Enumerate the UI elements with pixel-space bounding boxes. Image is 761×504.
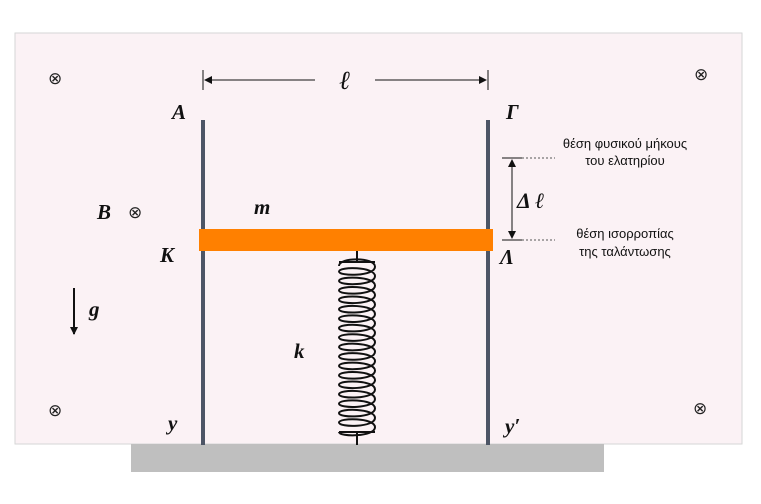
field-symbol-B: ⊗ <box>128 203 142 223</box>
label-y-prime: y′ <box>502 414 520 438</box>
ground-base <box>131 444 604 472</box>
equilibrium-note-2: της ταλάντωσης <box>579 244 671 259</box>
label-K: Κ <box>159 243 176 267</box>
field-symbol-top-right: ⊗ <box>694 65 708 85</box>
label-Gamma: Γ <box>505 100 519 124</box>
label-g: g <box>88 297 100 321</box>
equilibrium-note-1: θέση ισορροπίας <box>576 226 674 241</box>
natural-length-note-1: θέση φυσικού μήκους <box>563 136 687 151</box>
width-label-ell: ℓ <box>339 66 350 95</box>
field-symbol-top-left: ⊗ <box>48 69 62 89</box>
label-y: y <box>165 411 178 435</box>
label-A: Α <box>170 100 186 124</box>
rod-mass <box>199 229 493 251</box>
delta-ell-label: Δ ℓ <box>516 188 544 213</box>
field-symbol-bottom-left: ⊗ <box>48 401 62 421</box>
label-k: k <box>294 339 305 363</box>
label-B: B <box>96 200 111 224</box>
natural-length-note-2: του ελατηρίου <box>585 153 665 168</box>
field-symbol-bottom-right: ⊗ <box>693 399 707 419</box>
label-m: m <box>254 195 270 219</box>
spring <box>337 250 377 445</box>
label-Lambda: Λ <box>498 245 514 269</box>
